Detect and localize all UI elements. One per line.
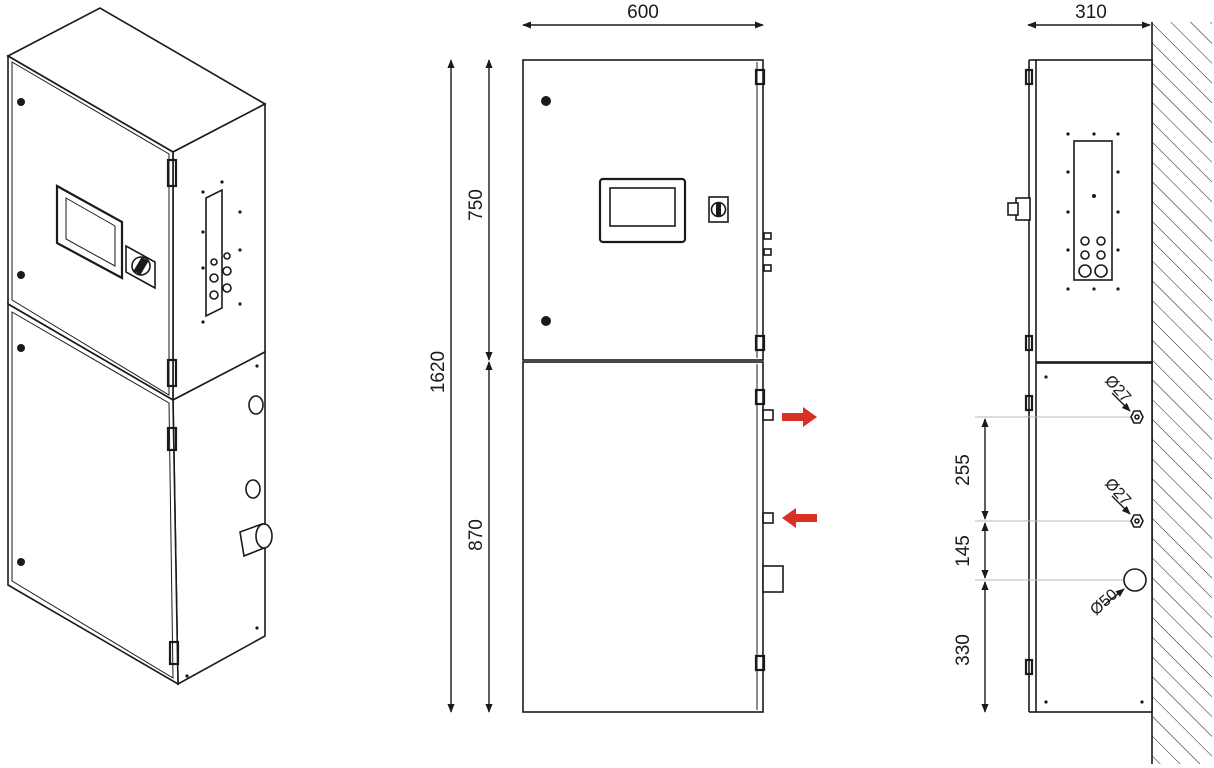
arrow-right-icon: [782, 407, 817, 427]
side-hinge-icon: [1024, 68, 1034, 86]
iso-lower-cabinet: [7, 302, 273, 686]
upper-height-dimension-label: 750: [466, 189, 487, 221]
front-hinge-icon: [754, 654, 766, 672]
iso-gland-plate: [205, 188, 223, 318]
iso-fitting-icon: [248, 395, 264, 415]
iso-hinge-icon: [166, 158, 178, 188]
iso-door-lock-icon: [17, 344, 25, 352]
iso-door-lock-icon: [17, 98, 25, 106]
lower-height-dimension-label: 870: [466, 519, 487, 551]
depth-dimension-label: 310: [1075, 2, 1107, 23]
iso-hinge-icon: [166, 358, 178, 388]
iso-upper-cabinet: [6, 7, 267, 402]
iso-door-lock-icon: [17, 271, 25, 279]
side-drain-icon: [1123, 568, 1147, 592]
spacing-2-dimension-label: 145: [953, 535, 974, 567]
iso-door-lock-icon: [17, 558, 25, 566]
iso-upper-side-face: [172, 102, 266, 402]
iso-hinge-icon: [168, 640, 180, 666]
iso-lower-front-face: [7, 302, 179, 686]
iso-display-icon: [55, 184, 124, 280]
front-display-icon: [598, 177, 687, 244]
front-outlet-fitting-icon: [762, 409, 774, 421]
spacing-3-dimension-label: 330: [953, 634, 974, 666]
width-dimension-label: 600: [627, 2, 659, 23]
front-drain-icon: [762, 565, 784, 593]
front-door-lock-icon: [541, 96, 551, 106]
side-fitting-2-icon: [1130, 514, 1144, 528]
front-lower-cabinet: [522, 361, 764, 713]
front-gland-icon: [763, 264, 772, 272]
front-hinge-icon: [754, 334, 766, 352]
front-inlet-fitting-icon: [762, 512, 774, 524]
wall-hatch: [1152, 22, 1212, 764]
iso-fitting-icon: [245, 479, 261, 499]
front-gland-icon: [763, 232, 772, 240]
spacing-1-dimension-label: 255: [953, 454, 974, 486]
front-hinge-icon: [754, 68, 766, 86]
iso-hinge-icon: [166, 426, 178, 452]
side-hinge-icon: [1024, 334, 1034, 352]
side-view: 310 255 145 330: [953, 2, 1212, 764]
side-fitting-1-icon: [1130, 410, 1144, 424]
front-door-lock-icon: [541, 316, 551, 326]
side-hinge-icon: [1024, 394, 1034, 412]
total-height-dimension-label: 1620: [428, 351, 449, 393]
side-gland-plate: [1073, 140, 1113, 281]
front-gland-icon: [763, 248, 772, 256]
isometric-view: [6, 7, 273, 686]
side-upper-cabinet: [1035, 59, 1153, 363]
front-hinge-icon: [754, 388, 766, 406]
front-view: 600 1620 750 870: [428, 2, 817, 713]
side-hinge-icon: [1024, 658, 1034, 676]
arrow-left-icon: [782, 508, 817, 528]
